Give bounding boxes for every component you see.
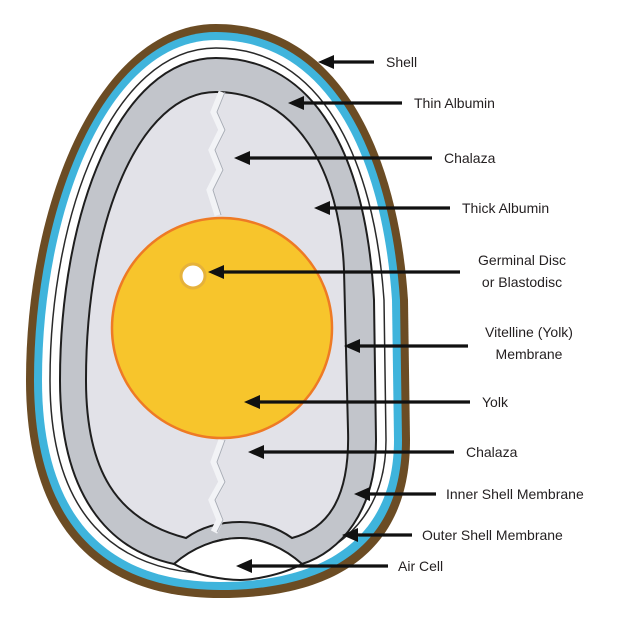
- arrow-chalaza-bottom-head: [248, 445, 264, 459]
- label-vitelline-line1: Vitelline (Yolk): [485, 324, 573, 340]
- chalaza-strands: [206, 90, 226, 534]
- label-thin-albumin: Thin Albumin: [414, 95, 495, 111]
- air-cell: [172, 536, 304, 582]
- arrow-vitelline-head: [344, 339, 360, 353]
- label-germinal-disc-line2: or Blastodisc: [482, 274, 562, 290]
- arrow-thin-albumin-head: [288, 96, 304, 110]
- germinal-disc: [179, 262, 207, 290]
- chalaza-bottom-strand: [208, 438, 226, 534]
- arrow-air-cell-head: [236, 559, 252, 573]
- arrow-outer-shell-membrane-head: [342, 528, 358, 542]
- label-vitelline-line2: Membrane: [496, 346, 563, 362]
- label-chalaza-top: Chalaza: [444, 150, 496, 166]
- chalaza-bottom-strand-shade: [214, 439, 226, 533]
- arrow-germinal-disc-head: [208, 265, 224, 279]
- chalaza-top-strand-shade: [212, 91, 226, 216]
- chalaza-top-strand: [206, 90, 226, 217]
- arrow-thick-albumin-head: [314, 201, 330, 215]
- label-chalaza-bottom: Chalaza: [466, 444, 518, 460]
- arrow-shell-head: [318, 55, 334, 69]
- arrow-yolk-head: [244, 395, 260, 409]
- label-outer-shell-membrane: Outer Shell Membrane: [422, 527, 563, 543]
- arrow-chalaza-top-head: [234, 151, 250, 165]
- label-germinal-disc-line1: Germinal Disc: [478, 252, 566, 268]
- label-inner-shell-membrane: Inner Shell Membrane: [446, 486, 584, 502]
- label-air-cell: Air Cell: [398, 558, 443, 574]
- label-shell: Shell: [386, 54, 417, 70]
- arrow-inner-shell-membrane-head: [354, 487, 370, 501]
- label-yolk: Yolk: [482, 394, 509, 410]
- annotation-arrows: [208, 55, 470, 573]
- yolk: [110, 216, 334, 440]
- annotation-labels: Shell Thin Albumin Chalaza Thick Albumin…: [386, 54, 584, 574]
- label-thick-albumin: Thick Albumin: [462, 200, 549, 216]
